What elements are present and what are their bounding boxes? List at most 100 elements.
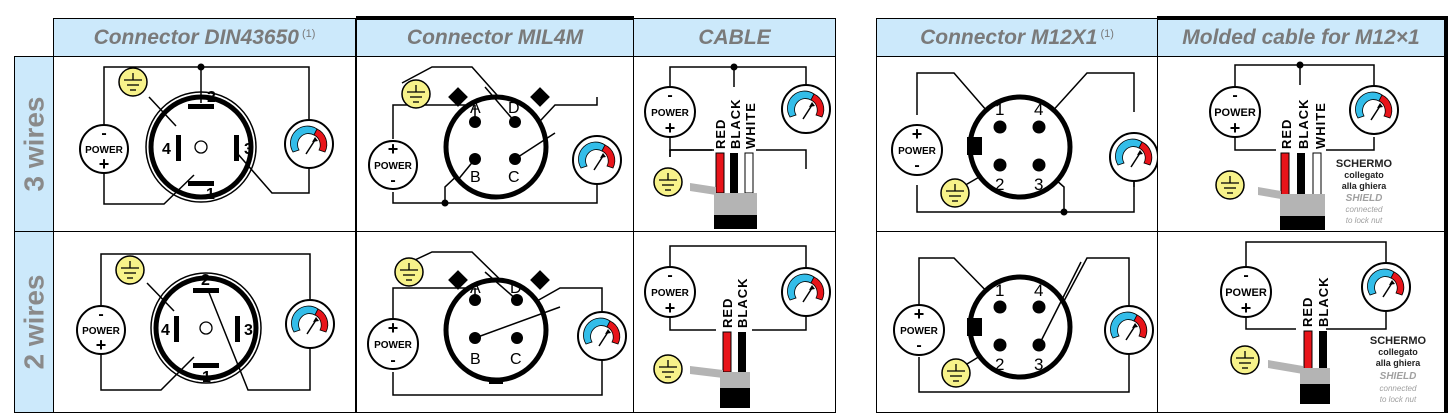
pin-label: 1 — [995, 281, 1004, 300]
svg-text:POWER: POWER — [651, 288, 690, 299]
svg-text:+: + — [912, 124, 923, 144]
wire-red — [1303, 330, 1313, 372]
power-source-icon: + POWER - — [368, 139, 418, 190]
gauge-icon — [284, 119, 334, 169]
wire-label-white: WHITE — [1313, 102, 1328, 149]
pin-label: A — [470, 280, 481, 297]
svg-text:+: + — [96, 335, 107, 355]
ground-icon — [401, 79, 431, 109]
header-din43650-label: Connector DIN43650 — [93, 25, 299, 49]
ground-icon — [941, 358, 971, 388]
shield-note: SCHERMO collegato alla ghiera SHIELD con… — [1336, 158, 1393, 225]
svg-text:-: - — [1243, 267, 1248, 284]
svg-text:connected: connected — [1380, 384, 1417, 393]
wire-black — [1297, 153, 1305, 195]
shield-braid — [1300, 368, 1330, 384]
diagram-cable-3-wires: RED BLACK WHITE - POWER + — [633, 56, 836, 232]
cable-jacket — [720, 388, 750, 408]
svg-text:to lock nut: to lock nut — [1380, 395, 1417, 404]
power-source-icon: - POWER + — [76, 305, 126, 355]
gauge-icon — [1349, 85, 1399, 135]
shield-braid — [720, 372, 750, 388]
svg-text:+: + — [388, 318, 399, 338]
svg-text:SCHERMO: SCHERMO — [1336, 158, 1393, 170]
shield-braid — [1280, 194, 1325, 216]
svg-text:-: - — [1232, 87, 1237, 104]
svg-text:-: - — [390, 352, 395, 369]
pin-label: 2 — [995, 355, 1004, 374]
cable-jacket — [714, 215, 757, 229]
svg-text:-: - — [390, 172, 395, 189]
svg-text:SHIELD: SHIELD — [1346, 193, 1383, 204]
gauge-icon — [572, 135, 622, 185]
diagram-din43650-3-wires: 2 1 3 4 - POWER + — [53, 56, 356, 232]
footnote-marker: (1) — [301, 27, 316, 40]
row-label-3-wires-text: 3 wires — [18, 96, 50, 192]
svg-text:-: - — [916, 337, 921, 354]
header-cable: CABLE — [633, 18, 836, 57]
svg-text:connected: connected — [1346, 205, 1383, 214]
power-source-icon: - POWER + — [1220, 266, 1272, 318]
wire-black — [730, 153, 738, 193]
wire-red — [1280, 152, 1290, 196]
ground-icon — [940, 178, 970, 208]
wire-black — [738, 332, 746, 372]
svg-text:POWER: POWER — [85, 145, 124, 156]
junction-dot — [1060, 208, 1068, 216]
row-label-2-wires: 2 wires — [14, 231, 54, 413]
header-mil4m: Connector MIL4M — [356, 16, 634, 57]
wire-label-black: BLACK — [1316, 277, 1331, 328]
pin-label: D — [510, 280, 522, 297]
shield-wire — [1268, 360, 1303, 374]
pin-label: 1 — [995, 100, 1004, 119]
power-source-icon: + POWER - — [893, 304, 945, 356]
svg-text:POWER: POWER — [1214, 107, 1256, 119]
header-din43650: Connector DIN43650(1) — [53, 18, 356, 57]
ground-icon — [1230, 345, 1260, 375]
svg-text:-: - — [667, 87, 672, 104]
svg-text:+: + — [388, 139, 399, 159]
cable-jacket — [1300, 384, 1330, 404]
svg-text:POWER: POWER — [651, 108, 690, 119]
junction-dot — [730, 63, 738, 71]
svg-text:-: - — [101, 125, 106, 142]
diagram-mil4m-2-wires: A D B C + POWER - — [356, 231, 634, 413]
gauge-icon — [1104, 305, 1154, 355]
wire-white — [1312, 152, 1322, 196]
wire-label-black: BLACK — [735, 278, 750, 329]
svg-text:alla ghiera: alla ghiera — [1342, 181, 1388, 191]
gauge-icon — [781, 84, 831, 134]
svg-text:-: - — [914, 157, 919, 174]
svg-text:POWER: POWER — [1225, 287, 1267, 299]
shield-wire — [690, 366, 723, 378]
header-molded-cable: Molded cable for M12×1 — [1157, 16, 1448, 57]
ground-icon — [653, 167, 683, 197]
wire-label-red: RED — [720, 298, 735, 328]
svg-text:+: + — [1241, 298, 1252, 318]
row-label-2-wires-text: 2 wires — [18, 274, 50, 370]
pin-label: 3 — [244, 322, 253, 339]
pin-label: 2 — [995, 175, 1004, 194]
ground-icon — [118, 67, 148, 97]
pin-label: D — [508, 100, 520, 117]
pin-label: 4 — [1034, 100, 1043, 119]
svg-text:POWER: POWER — [374, 340, 413, 351]
pin-label: C — [510, 351, 522, 368]
ground-icon — [1215, 170, 1245, 200]
header-m12x1-label: Connector M12X1 — [920, 25, 1098, 49]
pin-label: C — [508, 169, 520, 186]
shield-wire — [1258, 187, 1281, 199]
diagram-m12x1-3-wires: 1 4 2 3 + POWER - — [876, 56, 1159, 232]
svg-text:to lock nut: to lock nut — [1346, 216, 1383, 225]
gauge-icon — [1109, 132, 1159, 182]
gauge-icon — [1361, 262, 1411, 312]
gauge-icon — [577, 311, 627, 361]
ground-icon — [394, 257, 424, 287]
pin-label: 4 — [1034, 281, 1043, 300]
header-mil4m-label: Connector MIL4M — [406, 26, 584, 49]
svg-text:POWER: POWER — [898, 146, 937, 157]
junction-dot — [441, 199, 449, 207]
pin-label: 4 — [162, 141, 171, 158]
wire-black — [1319, 331, 1327, 371]
svg-text:collegato: collegato — [1378, 347, 1418, 357]
